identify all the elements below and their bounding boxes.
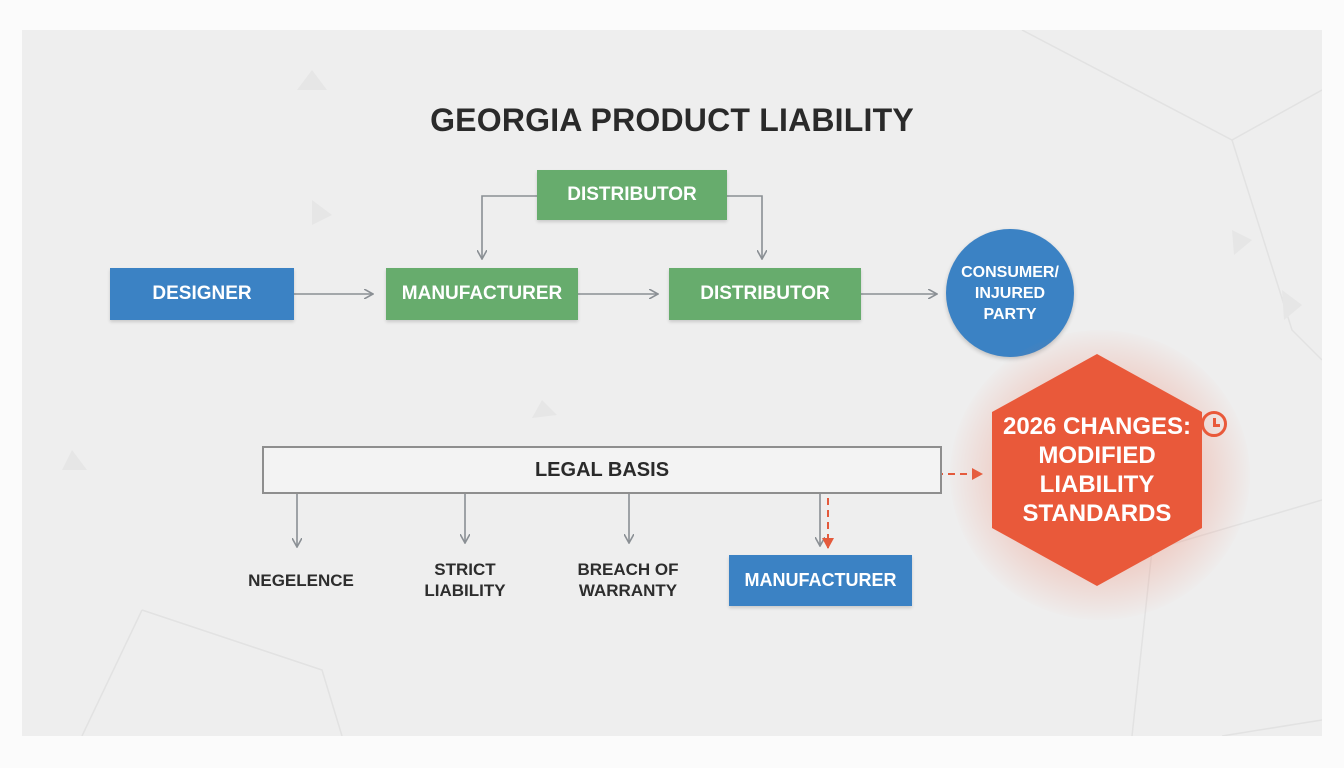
legal-basis-label: LEGAL BASIS [534, 458, 670, 481]
arrow-distributor-to-manufacturer [482, 195, 537, 258]
negligence-label: NEGELENCE [248, 571, 354, 590]
manufacturer-legal-node: MANUFACTURER [729, 555, 912, 606]
designer-node: DESIGNER [110, 268, 294, 320]
consumer-label: CONSUMER/ INJURED PARTY [961, 263, 1059, 323]
strict-liability-label: STRICT LIABILITY [424, 560, 506, 600]
clock-icon [1201, 411, 1227, 437]
arrow-distributor-to-distributor [727, 195, 762, 258]
changes-label: 2026 CHANGES: MODIFIED LIABILITY STANDAR… [1002, 413, 1192, 527]
consumer-injured-party-node: CONSUMER/ INJURED PARTY [946, 229, 1074, 357]
distributor-node: DISTRIBUTOR [669, 268, 861, 320]
background-decoration [62, 30, 1322, 736]
distributor-top-node: DISTRIBUTOR [537, 170, 727, 220]
breach-of-warranty-label: BREACH OF WARRANTY [577, 560, 679, 600]
diagram-title: GEORGIA PRODUCT LIABILITY [430, 102, 914, 138]
legal-basis-bar: LEGAL BASIS [262, 446, 942, 494]
manufacturer-node: MANUFACTURER [386, 268, 578, 320]
